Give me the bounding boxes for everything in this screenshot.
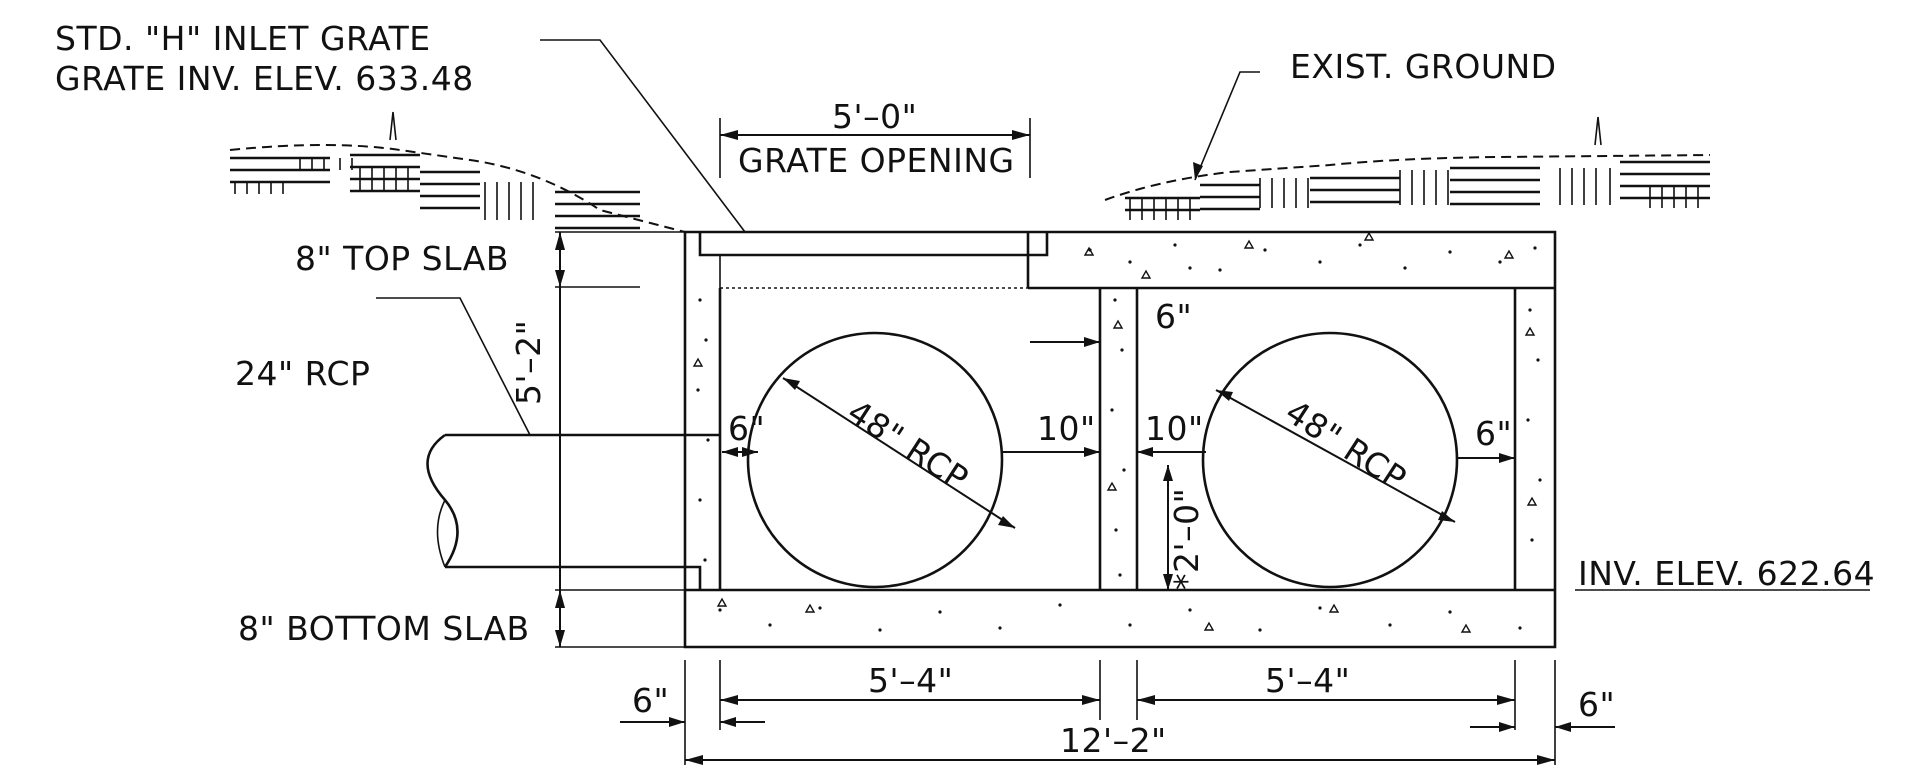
outer-left-wall-dimension: 6" [632,681,669,720]
overall-height-dimension: 5'–2" [509,320,548,405]
left-gap-dimension: 6" [728,409,765,448]
mid-left-gap-dimension: 10" [1037,409,1096,448]
bottom-slab-label: 8" BOTTOM SLAB [238,609,530,648]
left-pipe-label: 48" RCP [841,392,976,498]
box-culvert [683,230,1557,649]
grate-width-dimension: 5'–0" [832,97,917,136]
side-pipe-label: 24" RCP [235,354,370,393]
right-pipe-label: 48" RCP [1279,392,1414,498]
top-slab-label: 8" TOP SLAB [295,239,509,278]
rcp-pipe-left [746,331,1016,589]
concrete-hatch [692,231,1542,633]
rcp-pipe-right [1201,331,1459,589]
grate-invert-label: GRATE INV. ELEV. 633.48 [55,59,474,98]
pipe-rise-dimension: *2'–0" [1167,488,1206,590]
side-rcp-pipe [376,297,721,590]
right-cell-dimension: 5'–4" [1265,661,1350,700]
grate-opening-label: GRATE OPENING [738,141,1015,180]
right-gap-dimension: 6" [1475,414,1512,453]
center-wall-dimension: 6" [1155,297,1192,336]
grate-type-label: STD. "H" INLET GRATE [55,19,431,58]
invert-elevation-label: INV. ELEV. 622.64 [1578,554,1875,593]
existing-ground-right [1104,116,1711,220]
left-cell-dimension: 5'–4" [868,661,953,700]
outer-right-wall-dimension: 6" [1578,685,1615,724]
dimension-lines [540,39,1870,765]
existing-ground-label: EXIST. GROUND [1290,47,1557,86]
mid-right-gap-dimension: 10" [1145,409,1204,448]
overall-width-dimension: 12'–2" [1060,721,1167,760]
existing-ground-left [229,111,686,233]
